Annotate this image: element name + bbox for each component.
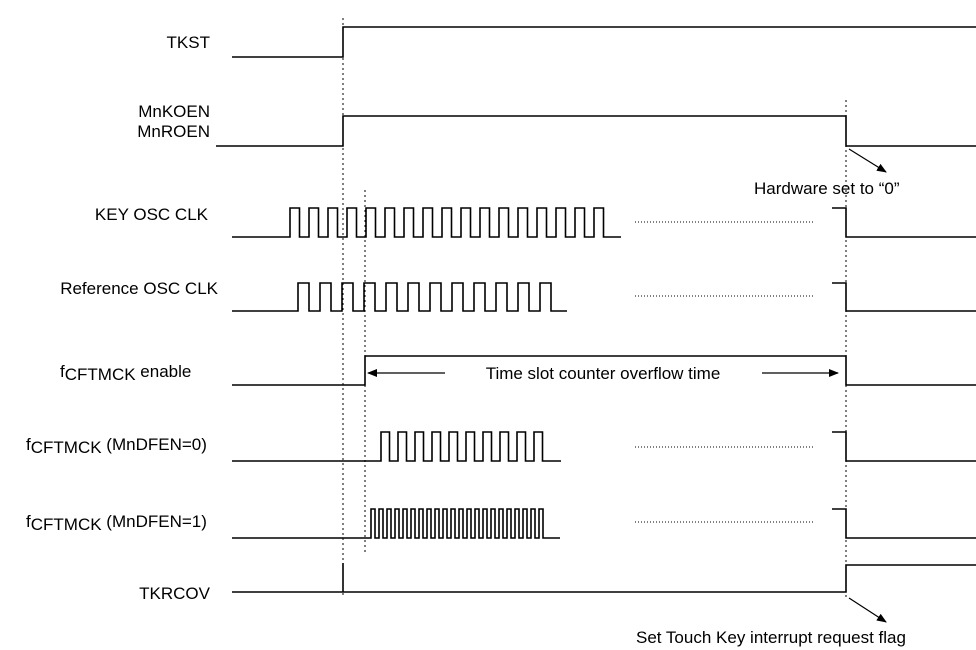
set-flag-label: Set Touch Key interrupt request flag — [636, 628, 906, 647]
wave-fcftmck-dfen0 — [232, 431, 561, 462]
wave-tkrcov — [232, 564, 976, 593]
label-fcftmck-dfen1-rest: (MnDFEN=1) — [102, 512, 207, 531]
label-fcftmck-dfen0-sub: CFTMCK — [31, 438, 102, 457]
wave-ref-osc-end — [832, 282, 976, 312]
label-mnroen: MnROEN — [137, 122, 210, 141]
hardware-set-label: Hardware set to “0” — [754, 179, 900, 198]
hardware-set-arrow — [848, 148, 887, 173]
label-fcftmck-enable-sub: CFTMCK — [65, 365, 136, 384]
label-tkrcov: TKRCOV — [139, 584, 211, 603]
wave-key-osc-end — [832, 207, 976, 238]
label-fcftmck-dfen0-rest: (MnDFEN=0) — [102, 435, 207, 454]
label-key-osc-clk: KEY OSC CLK — [95, 205, 209, 224]
wave-tkst — [232, 26, 976, 58]
label-fcftmck-dfen1-base: f — [26, 512, 31, 531]
wave-dfen1-end — [832, 508, 976, 539]
label-fcftmck-enable-rest: enable — [136, 362, 192, 381]
wave-key-osc-clk — [232, 207, 621, 238]
wave-dfen0-end — [832, 431, 976, 462]
label-tkst: TKST — [167, 33, 210, 52]
label-reference-osc-clk: Reference OSC CLK — [60, 279, 218, 298]
label-fcftmck-enable-base: f — [60, 362, 65, 381]
label-fcftmck-dfen1-sub: CFTMCK — [31, 515, 102, 534]
set-flag-arrow — [848, 597, 887, 623]
wave-mnkoen — [216, 115, 976, 147]
label-fcftmck-dfen1: fCFTMCK (MnDFEN=1) — [26, 512, 207, 534]
wave-fcftmck-dfen1 — [232, 508, 560, 539]
label-fcftmck-enable: fCFTMCK enable — [60, 362, 191, 384]
wave-reference-osc-clk — [232, 282, 567, 312]
label-fcftmck-dfen0: fCFTMCK (MnDFEN=0) — [26, 435, 207, 457]
wave-fcftmck-enable — [232, 355, 976, 386]
time-slot-label: Time slot counter overflow time — [486, 364, 721, 383]
label-mnkoen: MnKOEN — [138, 102, 210, 121]
label-fcftmck-dfen0-base: f — [26, 435, 31, 454]
